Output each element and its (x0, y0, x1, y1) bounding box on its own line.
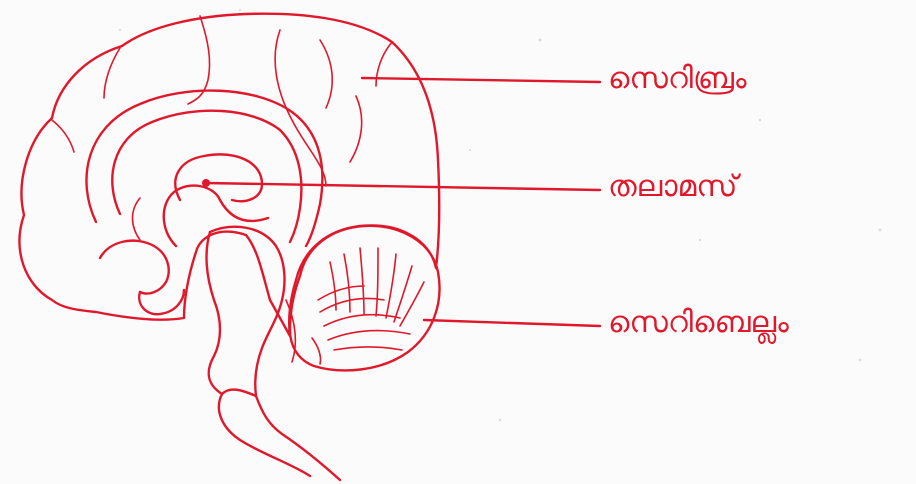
arbor-vitae (312, 248, 424, 364)
cerebral-sulcus-2 (275, 30, 326, 186)
thalamus-body (164, 186, 268, 246)
brain-stem-left (207, 232, 222, 394)
medulla (219, 394, 310, 476)
brain-stem (210, 227, 284, 396)
cerebrum-outline (20, 14, 440, 336)
cerebral-sulcus-4 (104, 48, 120, 98)
label-thalamus: തലാമസ് (608, 172, 737, 202)
cingulate-arc-outer (86, 91, 322, 246)
cerebral-sulcus-3 (320, 40, 332, 108)
cingulate-arc-inner (112, 111, 301, 242)
cerebral-sulcus-6 (350, 96, 362, 162)
cerebral-sulcus-5 (52, 120, 74, 152)
temporal-lobe-fold (100, 241, 169, 294)
cerebellum-leader-line (424, 320, 600, 326)
lateral-ventricle (175, 154, 262, 201)
fornix-curve (133, 198, 141, 240)
medulla-right (256, 396, 340, 480)
label-cerebrum: സെറിബ്രം (608, 64, 747, 94)
thalamus-leader-line (206, 183, 600, 190)
label-cerebellum: സെറിബെല്ലം (608, 308, 789, 338)
cerebrum-leader-line (362, 78, 600, 82)
